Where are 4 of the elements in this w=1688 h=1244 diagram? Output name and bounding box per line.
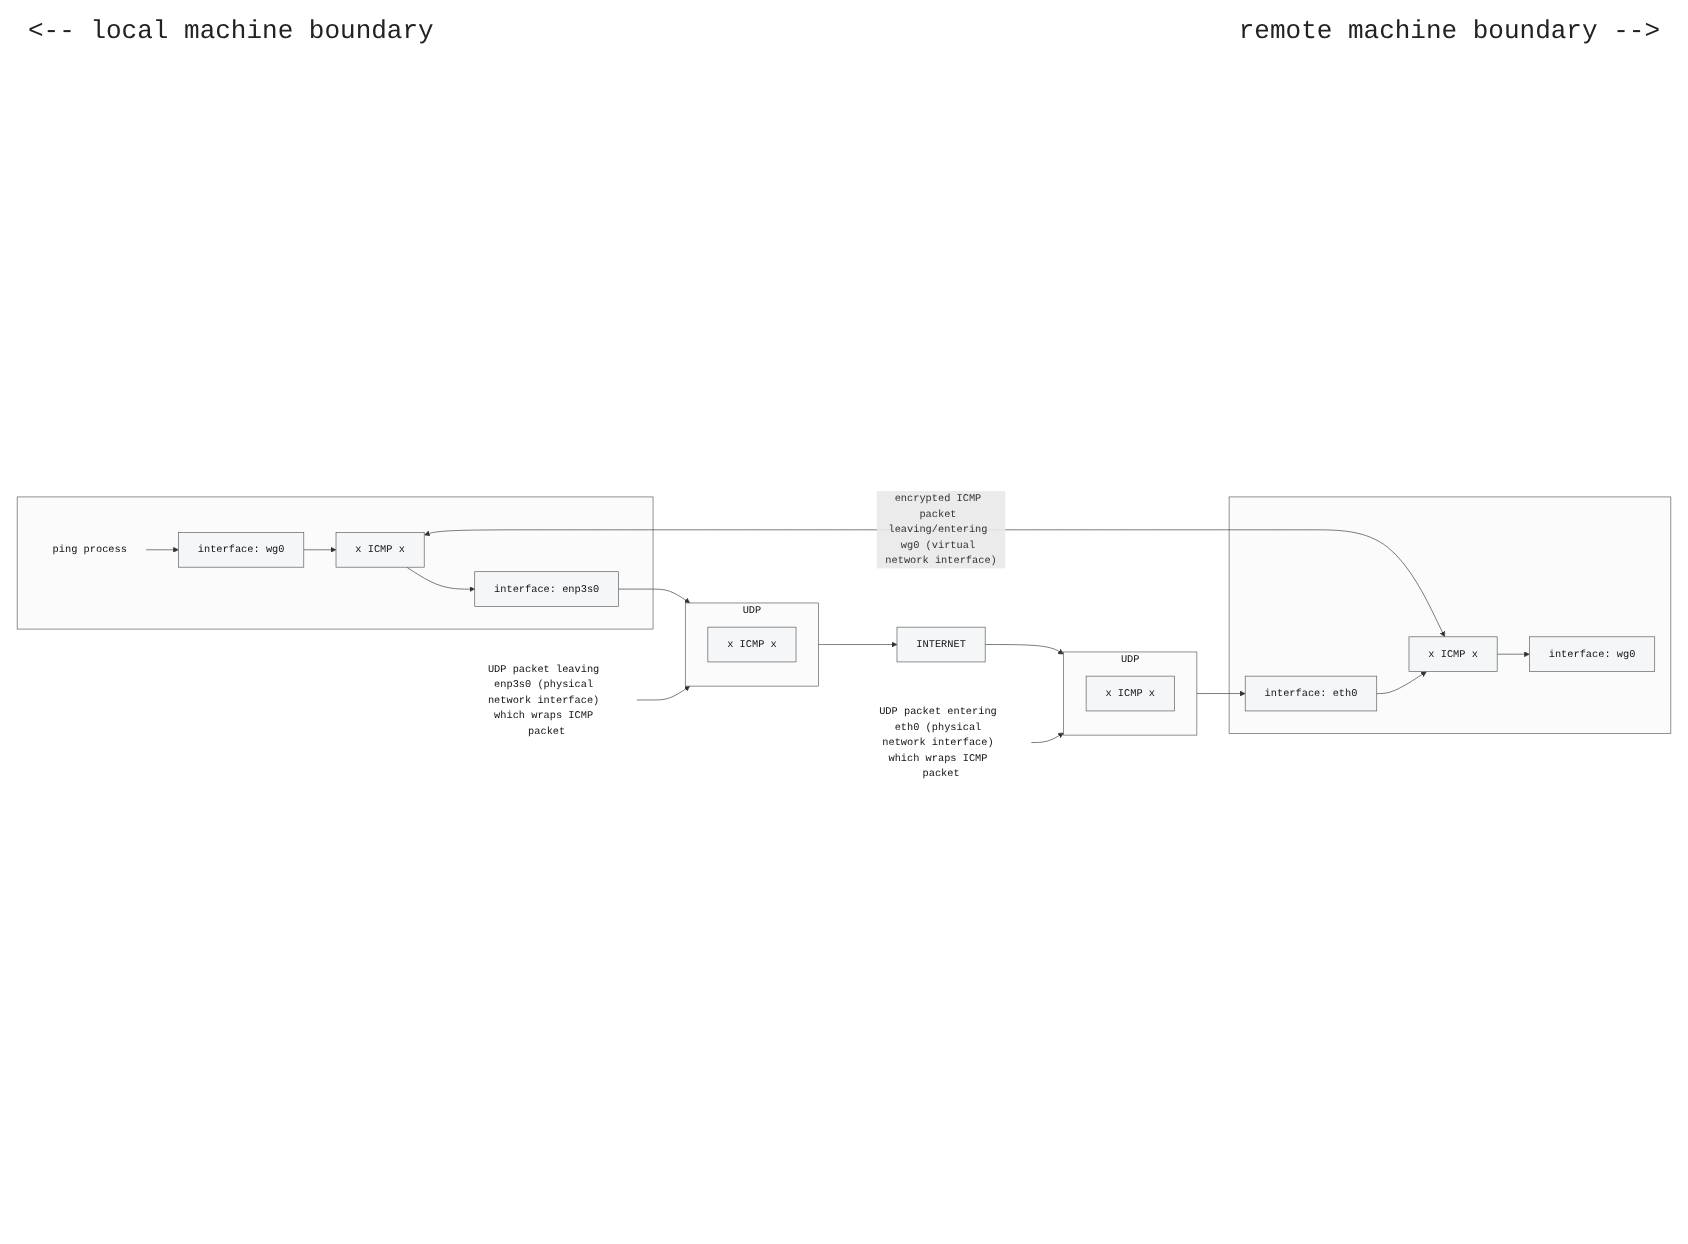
boundary-note: remote machine boundary -->: [1238, 16, 1660, 46]
cluster: [1228, 496, 1672, 734]
boundary-note: <-- local machine boundary: [28, 16, 434, 46]
cluster: [16, 496, 654, 630]
